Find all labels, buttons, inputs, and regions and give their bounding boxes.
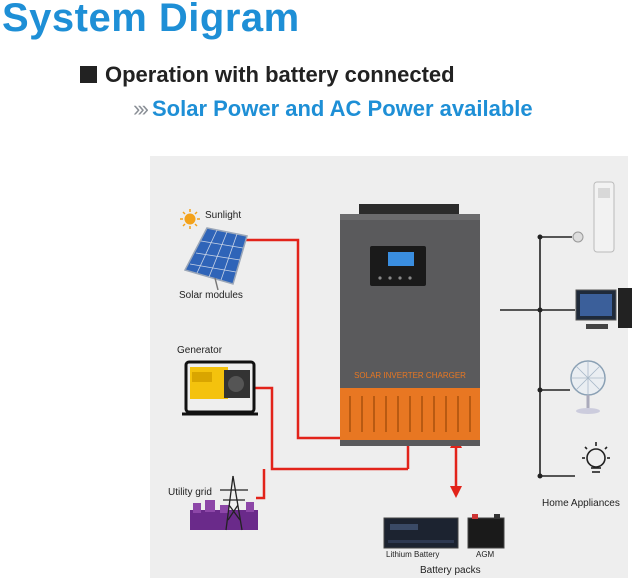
output-dots <box>537 234 543 479</box>
utility-grid-icon <box>190 475 258 531</box>
mode-heading: ›››Solar Power and AC Power available <box>133 96 533 122</box>
air-conditioner-icon <box>572 181 615 253</box>
generator-wire <box>254 386 408 471</box>
output-wires <box>500 236 575 477</box>
grid-wire <box>256 469 266 500</box>
lithium-battery-label: Lithium Battery <box>386 550 440 559</box>
arrow-down-3 <box>450 486 462 498</box>
solar-modules-label: Solar modules <box>179 290 243 301</box>
agm-label: AGM <box>476 550 495 559</box>
operation-heading: Operation with battery connected <box>80 62 455 88</box>
sun-icon <box>180 209 200 229</box>
agm-battery-icon <box>467 514 505 549</box>
battery-packs-label: Battery packs <box>420 565 481 576</box>
inverter-label: SOLAR INVERTER CHARGER <box>354 371 466 380</box>
lithium-battery-icon <box>383 517 459 549</box>
operation-heading-text: Operation with battery connected <box>105 62 455 87</box>
page-title: System Digram <box>2 0 300 40</box>
fan-icon <box>570 360 606 414</box>
solar-panel-icon <box>183 227 248 291</box>
utility-grid-label: Utility grid <box>168 487 212 498</box>
generator-label: Generator <box>177 345 223 356</box>
square-bullet-icon <box>80 66 97 83</box>
light-bulb-icon <box>582 442 610 473</box>
sunlight-label: Sunlight <box>205 210 242 221</box>
mode-heading-text: Solar Power and AC Power available <box>151 96 533 121</box>
generator-icon <box>182 360 258 416</box>
home-appliances-label: Home Appliances <box>542 498 620 509</box>
inverter-icon: SOLAR INVERTER CHARGER <box>340 204 480 446</box>
computer-icon <box>575 288 632 329</box>
triple-chevron-icon: ››› <box>133 96 149 121</box>
